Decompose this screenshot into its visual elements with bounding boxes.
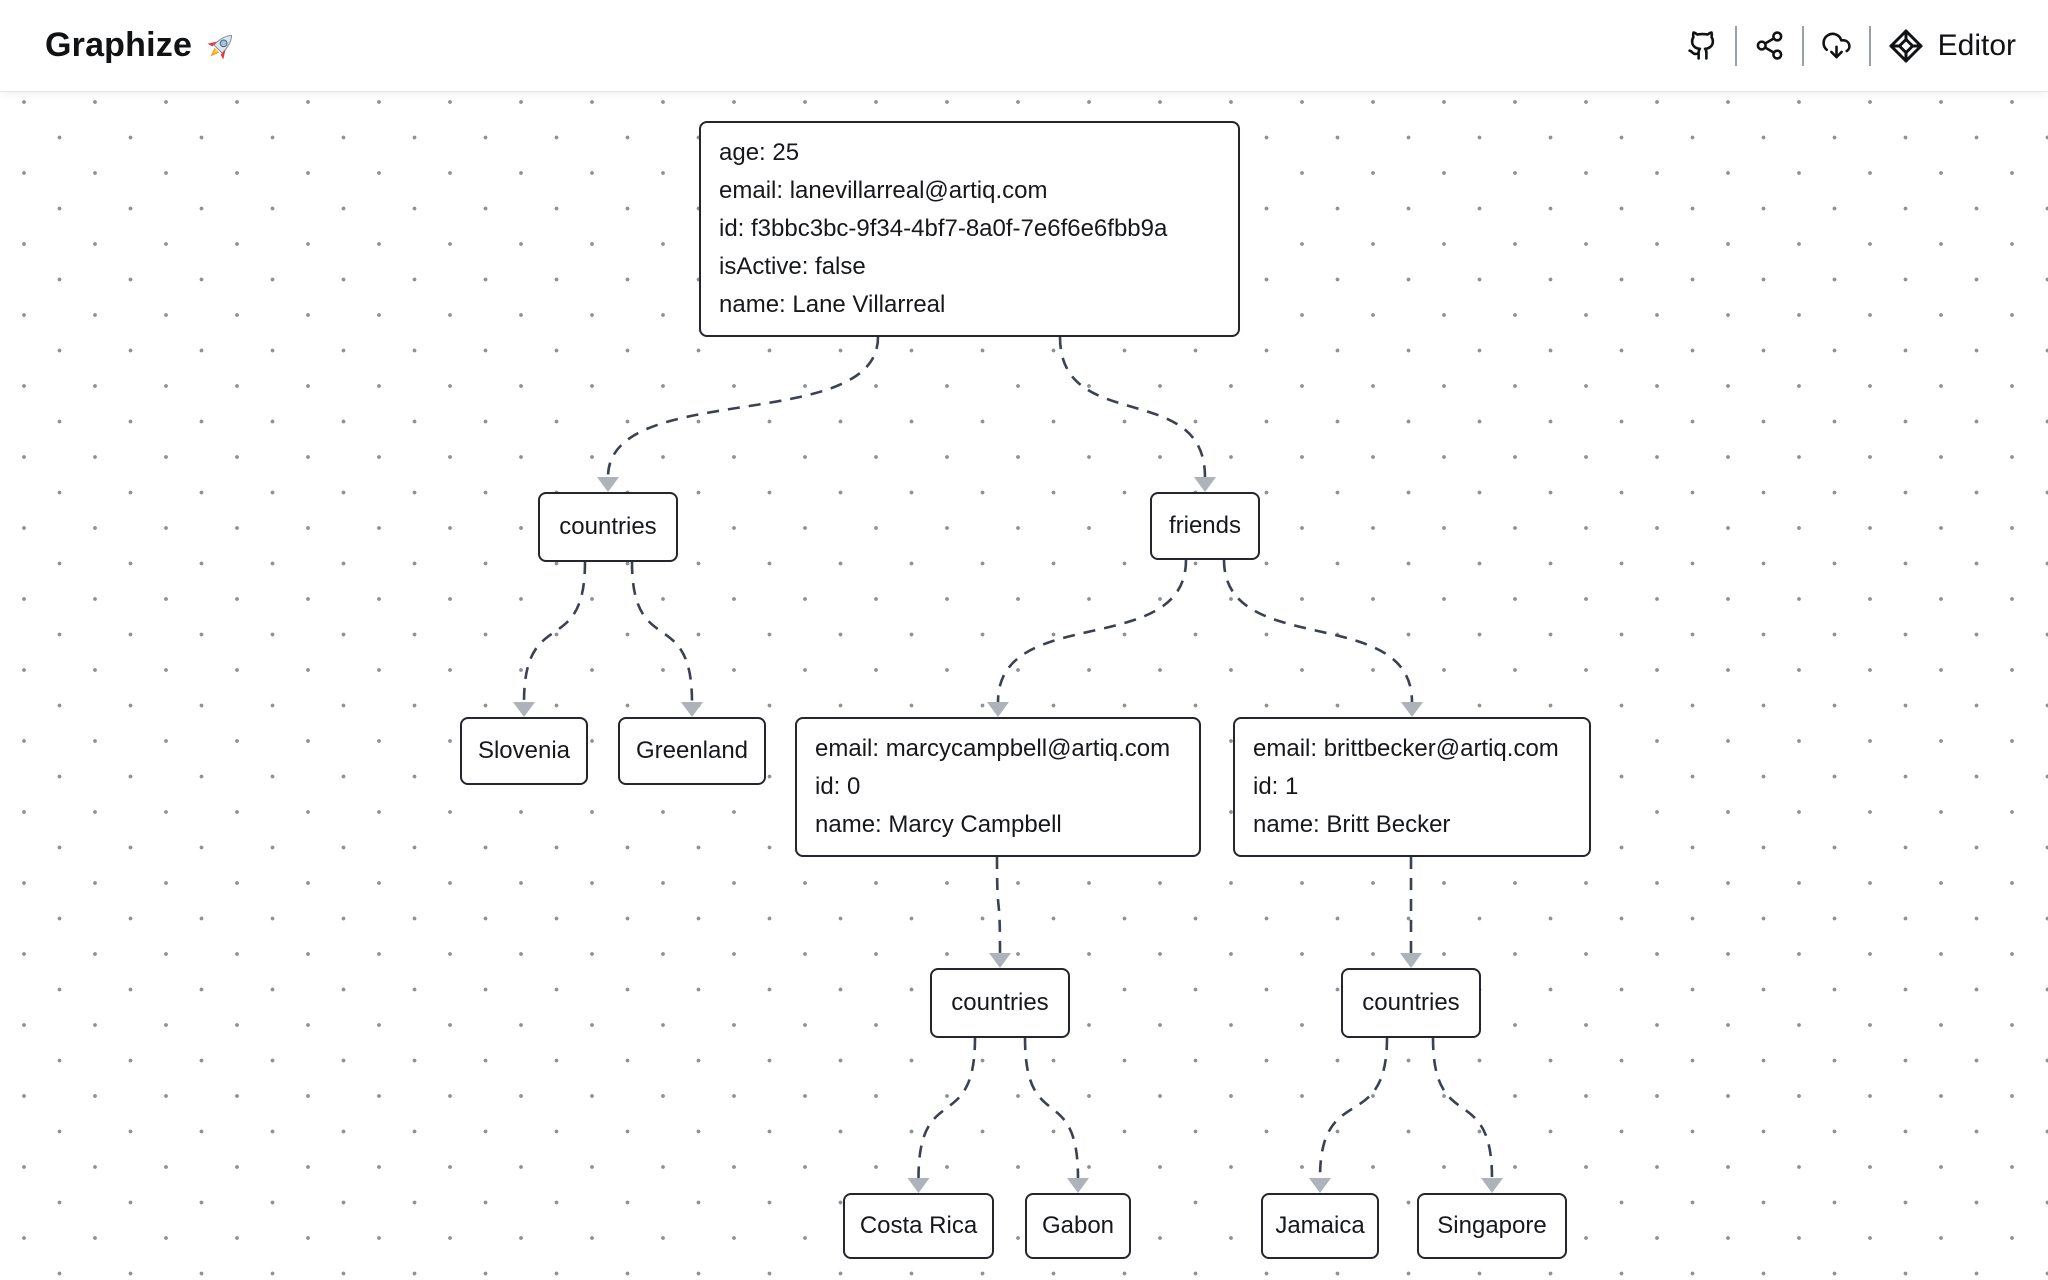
edge-arrowhead — [1401, 702, 1423, 717]
node-text: Slovenia — [477, 737, 571, 764]
node-text: name: Britt Becker — [1253, 811, 1451, 838]
editor-label: Editor — [1937, 28, 2016, 62]
graph-edge-countries-3-singapore — [1431, 1037, 1494, 1179]
header-divider — [1868, 25, 1871, 66]
edge-arrowhead — [1194, 477, 1216, 492]
diamond-icon — [1888, 28, 1924, 64]
header-divider — [1734, 25, 1737, 66]
node-text: name: Lane Villarreal — [719, 291, 946, 318]
app-header: Graphize — [0, 0, 2048, 92]
node-text: friends — [1168, 512, 1242, 539]
edge-arrowhead — [1067, 1178, 1089, 1193]
node-text: isActive: false — [719, 253, 866, 280]
graph-node-marcy[interactable]: email: marcycampbell@artiq.com id: 0 name:… — [795, 717, 1201, 857]
header-actions: Editor — [1687, 25, 2016, 66]
graph-edge-marcy-countries-2 — [995, 856, 1002, 954]
graph-node-greenland[interactable]: Greenland — [618, 717, 766, 785]
edge-arrowhead — [989, 953, 1011, 968]
edge-arrowhead — [907, 1178, 930, 1193]
graph-edge-root-countries-1 — [606, 336, 880, 478]
app-title: Graphize — [45, 26, 238, 65]
node-text: id: 0 — [815, 773, 861, 800]
node-text: id: 1 — [1253, 773, 1299, 800]
graph-node-britt[interactable]: email: brittbecker@artiq.com id: 1 name: B… — [1233, 717, 1591, 857]
node-text: age: 25 — [719, 139, 800, 166]
share-icon — [1754, 30, 1785, 61]
app-title-text: Graphize — [45, 26, 193, 64]
edge-arrowhead — [1481, 1178, 1503, 1193]
node-text: countries — [1362, 989, 1460, 1016]
edge-arrowhead — [681, 702, 703, 717]
graph-edge-countries-2-costa-rica — [917, 1037, 977, 1179]
edge-arrowhead — [1309, 1178, 1331, 1193]
node-text: Costa Rica — [859, 1212, 978, 1239]
editor-button[interactable]: Editor — [1888, 28, 2016, 64]
edge-arrowhead — [597, 477, 619, 492]
edge-arrowhead — [513, 702, 535, 717]
github-icon — [1687, 30, 1718, 61]
graph-node-countries-3[interactable]: countries — [1341, 968, 1481, 1038]
edge-arrowhead — [987, 702, 1009, 717]
graph-node-root[interactable]: age: 25 email: lanevillarreal@artiq.com id… — [699, 121, 1240, 337]
graph-edge-friends-marcy — [996, 559, 1188, 703]
download-button[interactable] — [1821, 30, 1852, 61]
node-text: Singapore — [1437, 1212, 1547, 1239]
node-text: id: f3bbc3bc-9f34-4bf7-8a0f-7e6f6e6fbb9a — [719, 215, 1168, 242]
graph-node-gabon[interactable]: Gabon — [1025, 1193, 1131, 1259]
graph-node-slovenia[interactable]: Slovenia — [460, 717, 588, 785]
graph-edge-countries-2-gabon — [1023, 1037, 1080, 1179]
share-button[interactable] — [1754, 30, 1785, 61]
graph-edge-friends-britt — [1222, 559, 1414, 703]
node-text: email: lanevillarreal@artiq.com — [719, 177, 1048, 204]
graph-edge-countries-3-jamaica — [1318, 1037, 1389, 1179]
graph-node-countries-2[interactable]: countries — [930, 968, 1070, 1038]
node-text: email: marcycampbell@artiq.com — [815, 735, 1171, 762]
cloud-download-icon — [1821, 30, 1852, 61]
graph-node-friends[interactable]: friends — [1150, 492, 1260, 560]
edge-arrowhead — [1400, 953, 1422, 968]
graph-node-costa-rica[interactable]: Costa Rica — [843, 1193, 994, 1259]
node-text: name: Marcy Campbell — [815, 811, 1062, 838]
header-divider — [1801, 25, 1804, 66]
graph-edge-countries-1-greenland — [630, 561, 694, 703]
graph-edge-root-friends — [1058, 336, 1207, 478]
node-text: countries — [951, 989, 1049, 1016]
node-text: Jamaica — [1275, 1212, 1365, 1239]
node-text: email: brittbecker@artiq.com — [1253, 735, 1559, 762]
graph-node-countries-1[interactable]: countries — [538, 492, 678, 562]
graph-node-singapore[interactable]: Singapore — [1417, 1193, 1567, 1259]
node-text: Gabon — [1041, 1212, 1115, 1239]
node-text: Greenland — [635, 737, 749, 764]
github-button[interactable] — [1687, 30, 1718, 61]
graph-node-jamaica[interactable]: Jamaica — [1261, 1193, 1379, 1259]
graph-edge-countries-1-slovenia — [522, 561, 587, 703]
node-text: countries — [559, 513, 657, 540]
rocket-icon — [204, 29, 238, 63]
